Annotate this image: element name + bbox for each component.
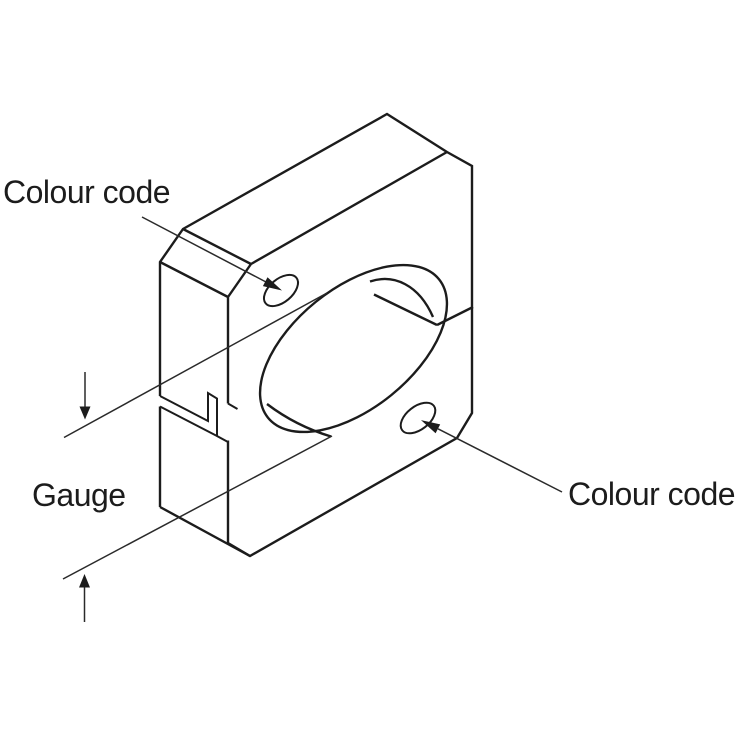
colour-code-marks [262,273,437,435]
hole-back-rim-arc-bottom [266,403,332,438]
gauge-block [158,112,474,558]
centre-hole [258,263,474,438]
leader-arrowhead-top-icon [262,277,282,291]
leader-line-bottom [437,428,563,493]
gauge-extension-line-upper [63,292,328,439]
hole-front-rim-ellipse [258,263,449,434]
block-interior-edges [159,150,448,558]
gauge-up-arrowhead-icon [79,574,90,588]
hole-bore-silhouette-line [373,293,438,327]
hole-back-rim-arc-top-right [369,277,435,318]
block-silhouette-outline [158,112,474,558]
colour-code-label-bottom: Colour code [568,476,735,512]
hole-edge-line-to-right-edge [436,305,474,327]
colour-code-mark-bottom [399,401,437,435]
colour-code-mark-top [262,273,300,308]
leader-arrowhead-bottom-icon [421,420,441,434]
leader-line-top [141,216,267,283]
gauge-slot [159,391,239,443]
gauge-dimension [62,292,333,622]
slot-walls [159,391,239,443]
gauge-down-arrowhead-icon [79,406,91,420]
gauge-extension-line-lower [62,435,333,580]
gauge-label: Gauge [32,477,126,513]
leader-lines [141,216,563,493]
colour-code-label-top: Colour code [3,174,170,210]
